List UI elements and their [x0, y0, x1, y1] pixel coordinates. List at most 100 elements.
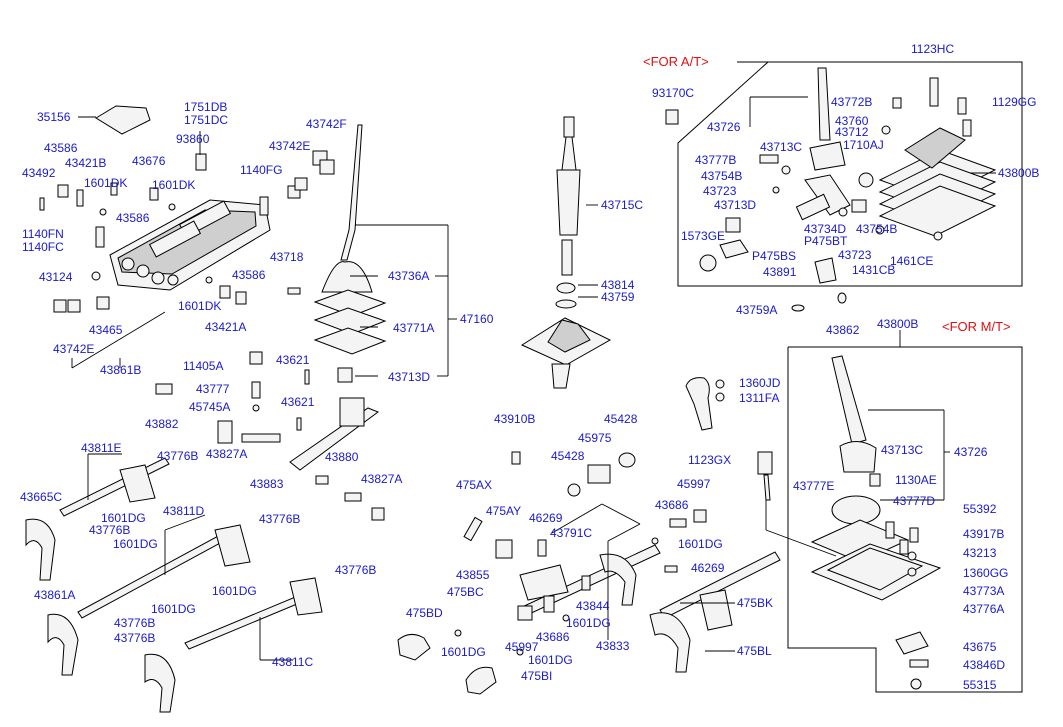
part-label[interactable]: 43855	[456, 568, 490, 582]
part-label[interactable]: 43713D	[388, 370, 430, 384]
part-label[interactable]: 1601DG	[566, 616, 611, 630]
part-label[interactable]: 1360JD	[739, 376, 781, 390]
part-label[interactable]: 43665C	[20, 490, 62, 504]
part-label[interactable]: 1573GE	[681, 229, 725, 243]
part-label[interactable]: 43811D	[163, 504, 204, 518]
part-label[interactable]: 43675	[963, 640, 997, 654]
part-label[interactable]: 43776B	[114, 616, 155, 630]
part-label[interactable]: 43814	[601, 278, 635, 292]
part-label[interactable]: 46269	[529, 511, 563, 525]
part-label[interactable]: 475BK	[737, 596, 773, 610]
part-label[interactable]: 43726	[707, 120, 741, 134]
part-label[interactable]: 475BL	[737, 644, 772, 658]
part-label[interactable]: 43891	[763, 265, 797, 279]
part-label[interactable]: 1601DG	[528, 653, 573, 667]
part-label[interactable]: 43726	[954, 445, 988, 459]
part-label[interactable]: 1140FG	[240, 163, 282, 177]
part-label[interactable]: 475BC	[447, 585, 484, 599]
part-label[interactable]: 45997	[505, 640, 539, 654]
part-label[interactable]: 1710AJ	[843, 138, 884, 152]
part-label[interactable]: 1123GX	[688, 453, 731, 467]
part-label[interactable]: 43742E	[269, 139, 310, 153]
part-label[interactable]: 43492	[22, 166, 56, 180]
part-label[interactable]: 45428	[551, 449, 585, 463]
part-label[interactable]: 1751DB	[184, 100, 227, 114]
part-label[interactable]: 43771A	[393, 321, 434, 335]
part-label[interactable]: 1601DG	[212, 584, 257, 598]
part-label[interactable]: 43421A	[205, 320, 246, 334]
part-label[interactable]: 43861B	[100, 363, 141, 377]
part-label[interactable]: 43713C	[881, 443, 923, 457]
part-label[interactable]: 43776B	[89, 523, 130, 537]
part-label[interactable]: 43777B	[695, 153, 736, 167]
part-label[interactable]: 1123HC	[911, 42, 954, 56]
part-label[interactable]: 47160	[460, 312, 494, 326]
part-label[interactable]: 43862	[826, 323, 860, 337]
part-label[interactable]: 43759	[601, 290, 635, 304]
part-label[interactable]: 11405A	[183, 359, 223, 373]
part-label[interactable]: 43800B	[998, 166, 1039, 180]
part-label[interactable]: 43715C	[601, 198, 643, 212]
part-label[interactable]: 43844	[576, 599, 610, 613]
part-label[interactable]: 43586	[44, 141, 78, 155]
part-label[interactable]: 43910B	[494, 412, 535, 426]
part-label[interactable]: 93170C	[652, 86, 694, 100]
part-label[interactable]: 45975	[578, 431, 612, 445]
part-label[interactable]: 1601DK	[178, 299, 221, 313]
part-label[interactable]: 43811C	[272, 655, 313, 669]
part-label[interactable]: 475AY	[486, 504, 521, 518]
part-label[interactable]: 1601DK	[84, 176, 127, 190]
part-label[interactable]: 43880	[325, 450, 359, 464]
part-label[interactable]: 43742E	[53, 342, 94, 356]
part-label[interactable]: 43777E	[793, 479, 834, 493]
part-label[interactable]: 43759A	[736, 303, 777, 317]
part-label[interactable]: 1360GG	[963, 566, 1008, 580]
part-label[interactable]: 43800B	[877, 317, 918, 331]
part-label[interactable]: 1461CE	[890, 254, 933, 268]
part-label[interactable]: 43791C	[550, 526, 592, 540]
part-label[interactable]: 43777D	[893, 494, 935, 508]
part-label[interactable]: 43723	[703, 184, 737, 198]
part-label[interactable]: 1431CB	[852, 263, 895, 277]
part-label[interactable]: 43776B	[335, 563, 376, 577]
part-label[interactable]: 43718	[270, 250, 304, 264]
part-label[interactable]: 43621	[281, 395, 315, 409]
part-label[interactable]: 45428	[604, 412, 638, 426]
part-label[interactable]: 43776B	[157, 449, 198, 463]
part-label[interactable]: 43861A	[34, 588, 75, 602]
part-label[interactable]: 43811E	[81, 441, 121, 455]
part-label[interactable]: 475BD	[406, 606, 443, 620]
part-label[interactable]: P475BT	[804, 234, 848, 248]
part-label[interactable]: 1601DG	[101, 511, 146, 525]
part-label[interactable]: 43883	[250, 477, 284, 491]
part-label[interactable]: 43882	[145, 417, 179, 431]
part-label[interactable]: 43827A	[361, 472, 402, 486]
part-label[interactable]: 43421B	[65, 156, 106, 170]
part-label[interactable]: 1311FA	[739, 391, 779, 405]
part-label[interactable]: 46269	[691, 561, 725, 575]
part-label[interactable]: 1140FC	[22, 240, 64, 254]
part-label[interactable]: 1601DG	[441, 645, 486, 659]
part-label[interactable]: 55392	[963, 502, 997, 516]
part-label[interactable]: 43846D	[963, 658, 1005, 672]
part-label[interactable]: 43772B	[831, 95, 872, 109]
part-label[interactable]: 43712	[835, 125, 869, 139]
part-label[interactable]: 43773A	[963, 584, 1004, 598]
part-label[interactable]: 43917B	[963, 527, 1004, 541]
part-label[interactable]: 43736A	[388, 269, 429, 283]
part-label[interactable]: 1129GG	[992, 95, 1036, 109]
part-label[interactable]: 475AX	[456, 478, 492, 492]
part-label[interactable]: 1140FN	[22, 227, 64, 241]
part-label[interactable]: 43760	[835, 114, 869, 128]
part-label[interactable]: 1601DG	[113, 537, 158, 551]
part-label[interactable]: 43827A	[206, 447, 247, 461]
part-label[interactable]: 43124	[39, 270, 73, 284]
part-label[interactable]: 43754B	[701, 169, 742, 183]
part-label[interactable]: 1601DG	[151, 602, 196, 616]
part-label[interactable]: 475BI	[521, 669, 552, 683]
part-label[interactable]: 1601DK	[152, 178, 195, 192]
part-label[interactable]: 93860	[176, 132, 210, 146]
part-label[interactable]: 35156	[37, 110, 71, 124]
part-label[interactable]: 43465	[89, 323, 123, 337]
part-label[interactable]: 1601DG	[678, 537, 723, 551]
